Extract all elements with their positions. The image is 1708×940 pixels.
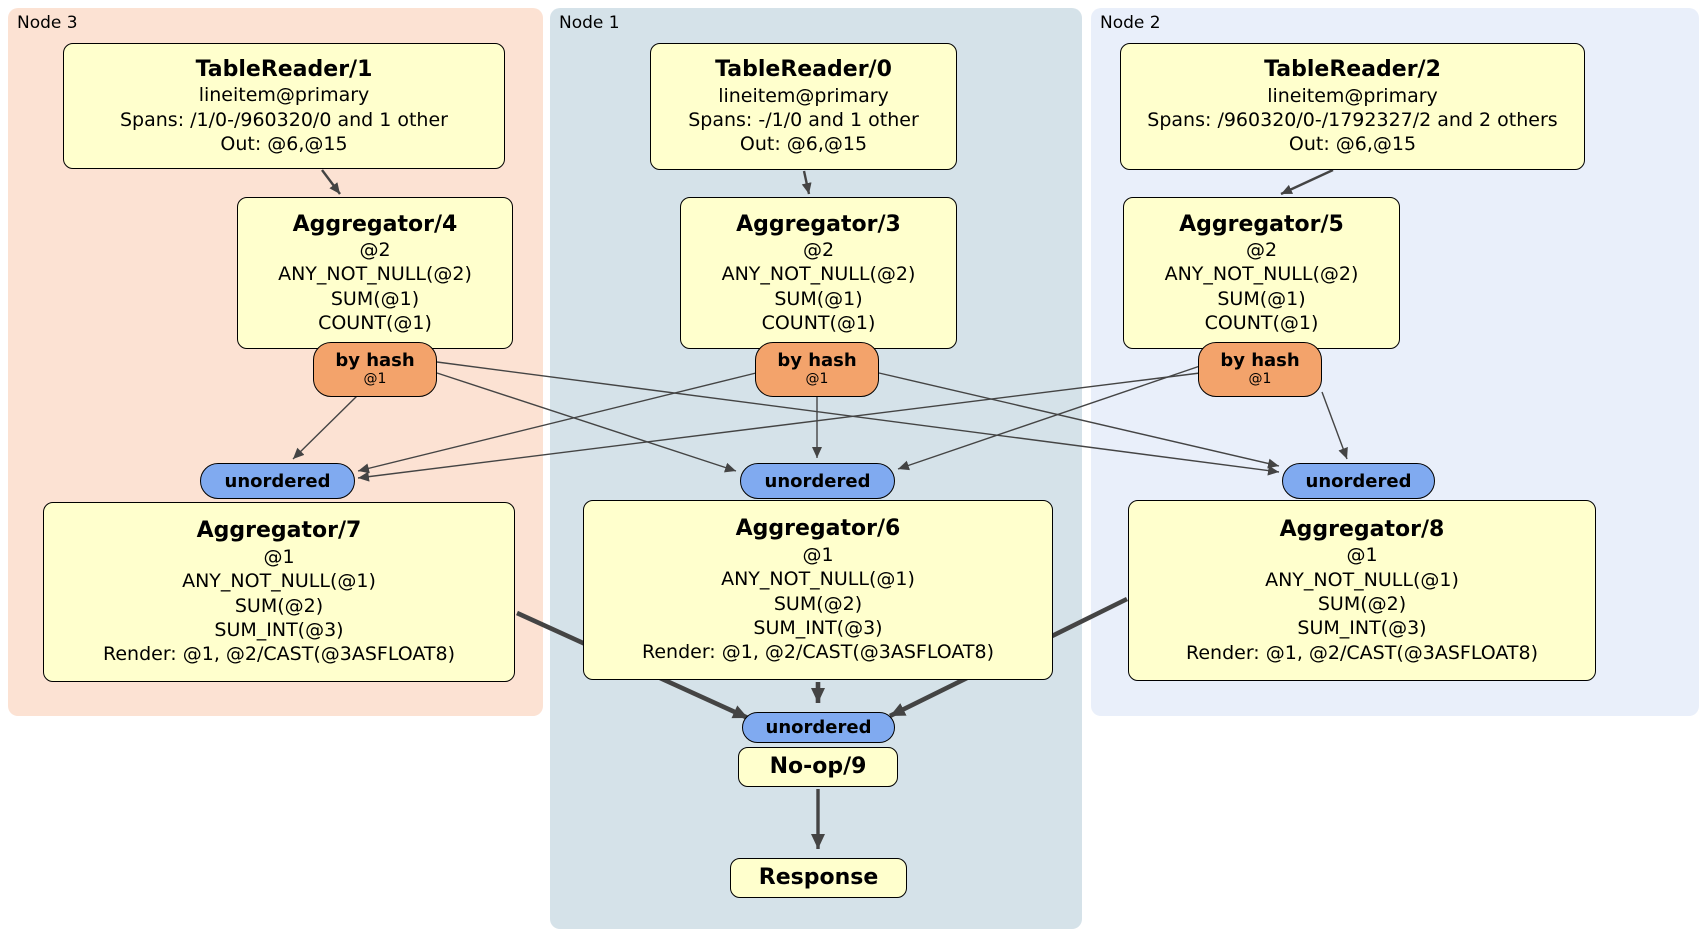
node-group-label: Node 3 [17, 13, 78, 33]
sync-unordered-node1: unordered [740, 463, 895, 499]
processor-detail-line: @1 [1346, 544, 1378, 567]
processor-detail-line: ANY_NOT_NULL(@2) [1164, 263, 1359, 286]
processor-title: Aggregator/3 [736, 211, 901, 237]
edge-hash5-sync6 [897, 365, 1201, 471]
processor-aggregator-5: Aggregator/5 @2 ANY_NOT_NULL(@2) SUM(@1)… [1123, 197, 1400, 349]
sync-unordered-node3: unordered [200, 463, 355, 499]
processor-detail-line: Spans: -/1/0 and 1 other [688, 109, 919, 132]
processor-detail-line: Out: @6,@15 [739, 133, 868, 156]
hash-router-stream: @1 [805, 371, 829, 388]
processor-detail-line: SUM(@1) [1217, 287, 1306, 310]
processor-detail-line: @2 [802, 239, 835, 262]
processor-detail-line: SUM(@1) [774, 287, 863, 310]
processor-aggregator-6: Aggregator/6 @1 ANY_NOT_NULL(@1) SUM(@2)… [583, 500, 1053, 680]
processor-detail-line: ANY_NOT_NULL(@2) [278, 263, 472, 286]
edge-hash4-sync7 [292, 395, 358, 460]
processor-title: Aggregator/5 [1179, 211, 1344, 237]
processor-detail-line: COUNT(@1) [1204, 312, 1319, 335]
processor-detail-line: SUM(@1) [330, 287, 420, 310]
processor-detail-line: Render: @1, @2/CAST(@3ASFLOAT8) [642, 641, 994, 664]
processor-title: Aggregator/7 [196, 518, 362, 544]
processor-detail-line: ANY_NOT_NULL(@2) [721, 263, 916, 286]
processor-detail-line: Spans: /1/0-/960320/0 and 1 other [120, 108, 448, 131]
processor-detail-line: SUM(@2) [234, 594, 324, 617]
hash-router-agg3: by hash @1 [755, 342, 879, 397]
edge-tr1-agg4 [321, 169, 341, 195]
hash-router-agg5: by hash @1 [1198, 342, 1322, 397]
edge-hash3-sync7 [357, 372, 757, 474]
processor-detail-line: @1 [802, 543, 834, 566]
processor-aggregator-7: Aggregator/7 @1 ANY_NOT_NULL(@1) SUM(@2)… [43, 502, 515, 682]
processor-detail-line: @2 [359, 239, 391, 262]
processor-detail-line: ANY_NOT_NULL(@1) [721, 568, 915, 591]
processor-aggregator-3: Aggregator/3 @2 ANY_NOT_NULL(@2) SUM(@1)… [680, 197, 957, 349]
processor-detail-line: @2 [1245, 239, 1278, 262]
processor-detail-line: Spans: /960320/0-/1792327/2 and 2 others [1147, 109, 1558, 132]
processor-detail-line: Out: @6,@15 [1288, 133, 1417, 156]
edge-tr2-agg5 [1280, 168, 1334, 196]
hash-router-agg4: by hash @1 [313, 342, 437, 397]
edge-tr0-agg3 [801, 170, 812, 195]
processor-detail-line: ANY_NOT_NULL(@1) [1265, 568, 1459, 591]
processor-tablereader-0: TableReader/0 lineitem@primary Spans: -/… [650, 43, 957, 170]
hash-router-label: by hash [777, 349, 857, 371]
processor-noop-9: No-op/9 [738, 747, 898, 787]
processor-detail-line: ANY_NOT_NULL(@1) [182, 570, 376, 593]
processor-title: TableReader/0 [715, 57, 892, 83]
node-group-label: Node 1 [559, 13, 620, 33]
sync-unordered-node2: unordered [1282, 463, 1435, 499]
processor-title: No-op/9 [769, 754, 867, 780]
hash-router-label: by hash [335, 349, 415, 371]
processor-response: Response [730, 858, 907, 898]
processor-title: TableReader/1 [195, 56, 373, 82]
processor-tablereader-1: TableReader/1 lineitem@primary Spans: /1… [63, 43, 505, 169]
processor-title: Aggregator/8 [1279, 516, 1445, 542]
sync-unordered-final: unordered [742, 712, 895, 743]
edge-hash5-sync8 [1321, 391, 1348, 460]
processor-detail-line: @1 [263, 545, 295, 568]
hash-router-stream: @1 [1248, 371, 1272, 388]
processor-detail-line: SUM_INT(@3) [753, 616, 883, 639]
processor-title: Aggregator/4 [292, 211, 458, 237]
processor-detail-line: SUM_INT(@3) [1297, 617, 1427, 640]
processor-detail-line: lineitem@primary [1267, 84, 1438, 107]
processor-detail-line: SUM(@2) [773, 592, 863, 615]
hash-router-label: by hash [1220, 349, 1300, 371]
processor-title: TableReader/2 [1264, 57, 1441, 83]
processor-aggregator-8: Aggregator/8 @1 ANY_NOT_NULL(@1) SUM(@2)… [1128, 500, 1596, 681]
processor-detail-line: Out: @6,@15 [220, 132, 348, 155]
processor-title: Response [758, 865, 879, 891]
edge-hash4-sync6 [436, 372, 737, 473]
processor-detail-line: lineitem@primary [198, 84, 370, 107]
hash-router-stream: @1 [363, 371, 387, 388]
processor-tablereader-2: TableReader/2 lineitem@primary Spans: /9… [1120, 43, 1585, 170]
node-group-label: Node 2 [1100, 13, 1161, 33]
processor-title: Aggregator/6 [735, 516, 901, 542]
processor-detail-line: Render: @1, @2/CAST(@3ASFLOAT8) [103, 643, 455, 666]
processor-detail-line: COUNT(@1) [761, 312, 876, 335]
processor-detail-line: lineitem@primary [718, 84, 889, 107]
processor-aggregator-4: Aggregator/4 @2 ANY_NOT_NULL(@2) SUM(@1)… [237, 197, 513, 349]
edge-hash4-sync8 [436, 361, 1280, 476]
edge-hash3-sync8 [878, 372, 1280, 469]
processor-detail-line: COUNT(@1) [318, 312, 432, 335]
processor-detail-line: SUM_INT(@3) [214, 618, 344, 641]
processor-detail-line: SUM(@2) [1317, 593, 1407, 616]
processor-detail-line: Render: @1, @2/CAST(@3ASFLOAT8) [1186, 641, 1538, 664]
edge-hash5-sync7 [357, 372, 1201, 482]
